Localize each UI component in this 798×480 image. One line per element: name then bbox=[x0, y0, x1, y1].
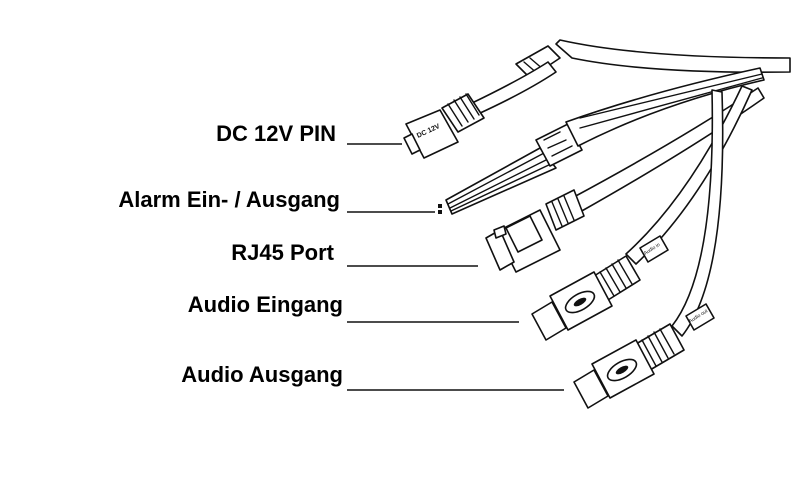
leader-lines bbox=[347, 143, 564, 391]
main-cable bbox=[515, 39, 791, 79]
label-audio-out: Audio Ausgang bbox=[181, 362, 343, 387]
audio-in-tag bbox=[639, 235, 669, 263]
label-rj45-port: RJ45 Port bbox=[231, 240, 334, 265]
label-alarm-io: Alarm Ein- / Ausgang bbox=[118, 187, 340, 212]
alarm-ribbon bbox=[438, 67, 765, 215]
audio-out-tag bbox=[685, 303, 715, 331]
label-audio-in: Audio Eingang bbox=[187, 292, 343, 317]
audio-out-cable: Audio out bbox=[573, 89, 724, 409]
label-dc-12v-pin: DC 12V PIN bbox=[216, 121, 336, 146]
dc-cable: DC 12V bbox=[403, 61, 557, 159]
audio-in-cable: Audio in bbox=[531, 85, 753, 341]
